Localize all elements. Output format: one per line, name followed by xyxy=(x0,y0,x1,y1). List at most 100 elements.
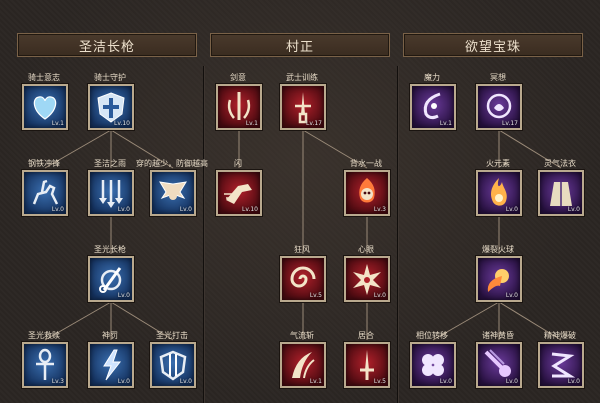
skill-icon-button[interactable]: Lv.0 xyxy=(88,170,134,216)
skill-level: Lv.3 xyxy=(373,206,386,213)
skill-icon-button[interactable]: Lv.0 xyxy=(344,256,390,302)
horse-rider-icon xyxy=(32,179,59,205)
skill-link-line xyxy=(110,129,174,169)
skill-level: Lv.0 xyxy=(117,292,130,299)
column-header-desire-orb: 欲望宝珠 xyxy=(403,33,583,57)
skill-icon-button[interactable]: Lv.0 xyxy=(476,170,522,216)
falling-arrows-icon xyxy=(99,180,123,208)
laurel-sword-icon xyxy=(227,92,251,120)
skill-name: 魔力 xyxy=(424,73,440,82)
skill-icon-button[interactable]: Lv.17 xyxy=(280,84,326,130)
skill-name: 相位转移 xyxy=(416,331,448,340)
skill-link-line xyxy=(44,301,112,341)
dash-warrior-icon xyxy=(224,184,252,204)
skill-level: Lv.10 xyxy=(242,206,258,213)
skill-icon-button[interactable]: Lv.1 xyxy=(216,84,262,130)
skill-link-line xyxy=(302,129,368,169)
skill-name: 圣光长枪 xyxy=(94,245,126,254)
ankh-icon xyxy=(36,348,54,380)
skill-name: 背水一战 xyxy=(350,159,382,168)
heart-icon xyxy=(33,96,57,120)
skill-icon-button[interactable]: Lv.3 xyxy=(344,170,390,216)
skill-icon-button[interactable]: Lv.0 xyxy=(476,342,522,388)
skill-level: Lv.0 xyxy=(505,206,518,213)
skill-level: Lv.1 xyxy=(439,120,452,127)
skill-icon-button[interactable]: Lv.0 xyxy=(538,342,584,388)
skill-icon-button[interactable]: Lv.5 xyxy=(344,342,390,388)
skill-name: 诸神黄昏 xyxy=(482,331,514,340)
skill-icon-button[interactable]: Lv.0 xyxy=(88,256,134,302)
skill-name: 钢铁冲锋 xyxy=(28,159,60,168)
phase-clover-icon xyxy=(422,354,444,376)
skill-icon-button[interactable]: Lv.0 xyxy=(150,170,196,216)
column-header-holy-lance: 圣洁长枪 xyxy=(17,33,197,57)
aura-robe-icon xyxy=(550,182,572,206)
skill-level: Lv.0 xyxy=(179,206,192,213)
skill-link-line xyxy=(44,129,112,169)
skill-icon-button[interactable]: Lv.0 xyxy=(476,256,522,302)
skill-level: Lv.17 xyxy=(306,120,322,127)
skill-name: 圣洁之雨 xyxy=(94,159,126,168)
skill-level: Lv.1 xyxy=(51,120,64,127)
skill-name: 闪 xyxy=(234,159,242,168)
skill-name: 精神爆破 xyxy=(544,331,576,340)
skill-name: 神罚 xyxy=(102,331,118,340)
meditation-head-icon xyxy=(486,93,512,119)
skill-icon-button[interactable]: Lv.17 xyxy=(476,84,522,130)
skill-level: Lv.0 xyxy=(505,378,518,385)
meteor-icon xyxy=(484,349,511,377)
skill-name: 狂风 xyxy=(294,245,310,254)
skill-name: 居合 xyxy=(358,331,374,340)
skill-icon-button[interactable]: Lv.1 xyxy=(410,84,456,130)
skill-icon-button[interactable]: Lv.1 xyxy=(280,342,326,388)
skill-icon-button[interactable]: Lv.3 xyxy=(22,342,68,388)
column-separator xyxy=(397,66,398,403)
skill-icon-button[interactable]: Lv.1 xyxy=(22,84,68,130)
skill-level: Lv.10 xyxy=(114,120,130,127)
mind-blast-icon xyxy=(551,352,576,378)
skill-name: 骑士守护 xyxy=(94,73,126,82)
cross-shield-icon xyxy=(97,92,125,123)
skill-icon-button[interactable]: Lv.5 xyxy=(280,256,326,302)
skill-link-line xyxy=(432,301,500,341)
flaming-skull-icon xyxy=(359,178,375,203)
skill-icon-button[interactable]: Lv.0 xyxy=(22,170,68,216)
skill-name: 爆裂火球 xyxy=(482,245,514,254)
fire-element-icon xyxy=(491,178,507,206)
skill-level: Lv.3 xyxy=(51,378,64,385)
skill-icon-button[interactable]: Lv.0 xyxy=(538,170,584,216)
skill-icon-button[interactable]: Lv.0 xyxy=(150,342,196,388)
shield-strike-icon xyxy=(159,350,187,381)
skill-icon-button[interactable]: Lv.10 xyxy=(216,170,262,216)
skill-link-line xyxy=(110,301,174,341)
skill-level: Lv.17 xyxy=(502,120,518,127)
skill-level: Lv.5 xyxy=(373,378,386,385)
skill-level: Lv.1 xyxy=(309,378,322,385)
skill-level: Lv.5 xyxy=(309,292,322,299)
column-separator xyxy=(203,66,204,403)
skill-name: 骑士意志 xyxy=(28,73,60,82)
skill-level: Lv.0 xyxy=(505,292,518,299)
skill-name: 穿的越少，防御越高 xyxy=(136,159,208,168)
air-slash-icon xyxy=(292,352,315,379)
skill-icon-button[interactable]: Lv.0 xyxy=(410,342,456,388)
skill-name: 圣光救赎 xyxy=(28,331,60,340)
skill-icon-button[interactable]: Lv.10 xyxy=(88,84,134,130)
skill-link-line xyxy=(498,129,562,169)
katana-icon xyxy=(295,92,311,124)
skill-level: Lv.0 xyxy=(439,378,452,385)
skill-level: Lv.0 xyxy=(373,292,386,299)
skill-level: Lv.0 xyxy=(51,206,64,213)
skill-level: Lv.0 xyxy=(117,206,130,213)
skill-name: 灵气法衣 xyxy=(544,159,576,168)
lightning-icon xyxy=(103,349,122,381)
iai-sword-icon xyxy=(360,350,374,380)
skill-name: 心眼 xyxy=(358,245,374,254)
skill-name: 武士训练 xyxy=(286,73,318,82)
skill-level: Lv.0 xyxy=(567,206,580,213)
whirlwind-icon xyxy=(290,266,316,288)
skill-link-line xyxy=(498,301,562,341)
skill-icon-button[interactable]: Lv.0 xyxy=(88,342,134,388)
